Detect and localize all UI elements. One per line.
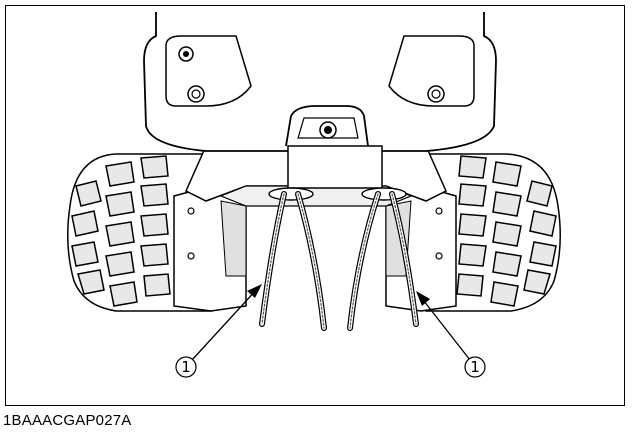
left-callout-number: 1 [181, 358, 191, 376]
left-hose-callout: 1 [175, 356, 197, 378]
right-lower-bolt [427, 85, 445, 103]
excavator-rear-illustration: 1 1 [67, 12, 561, 378]
figure-frame [5, 5, 625, 406]
figure-code: 1BAAACGAP027A [3, 412, 132, 429]
right-hose-callout: 1 [464, 356, 486, 378]
right-hose-fitting [361, 187, 407, 201]
left-track [67, 153, 212, 312]
right-track [425, 153, 561, 312]
left-lower-bolt [187, 85, 205, 103]
left-upper-light [178, 46, 194, 62]
right-callout-arrow [416, 291, 471, 361]
right-callout-number: 1 [470, 358, 480, 376]
left-callout-arrow [191, 284, 262, 361]
left-hose-fitting [268, 187, 314, 201]
hydraulic-hoses [259, 191, 419, 331]
